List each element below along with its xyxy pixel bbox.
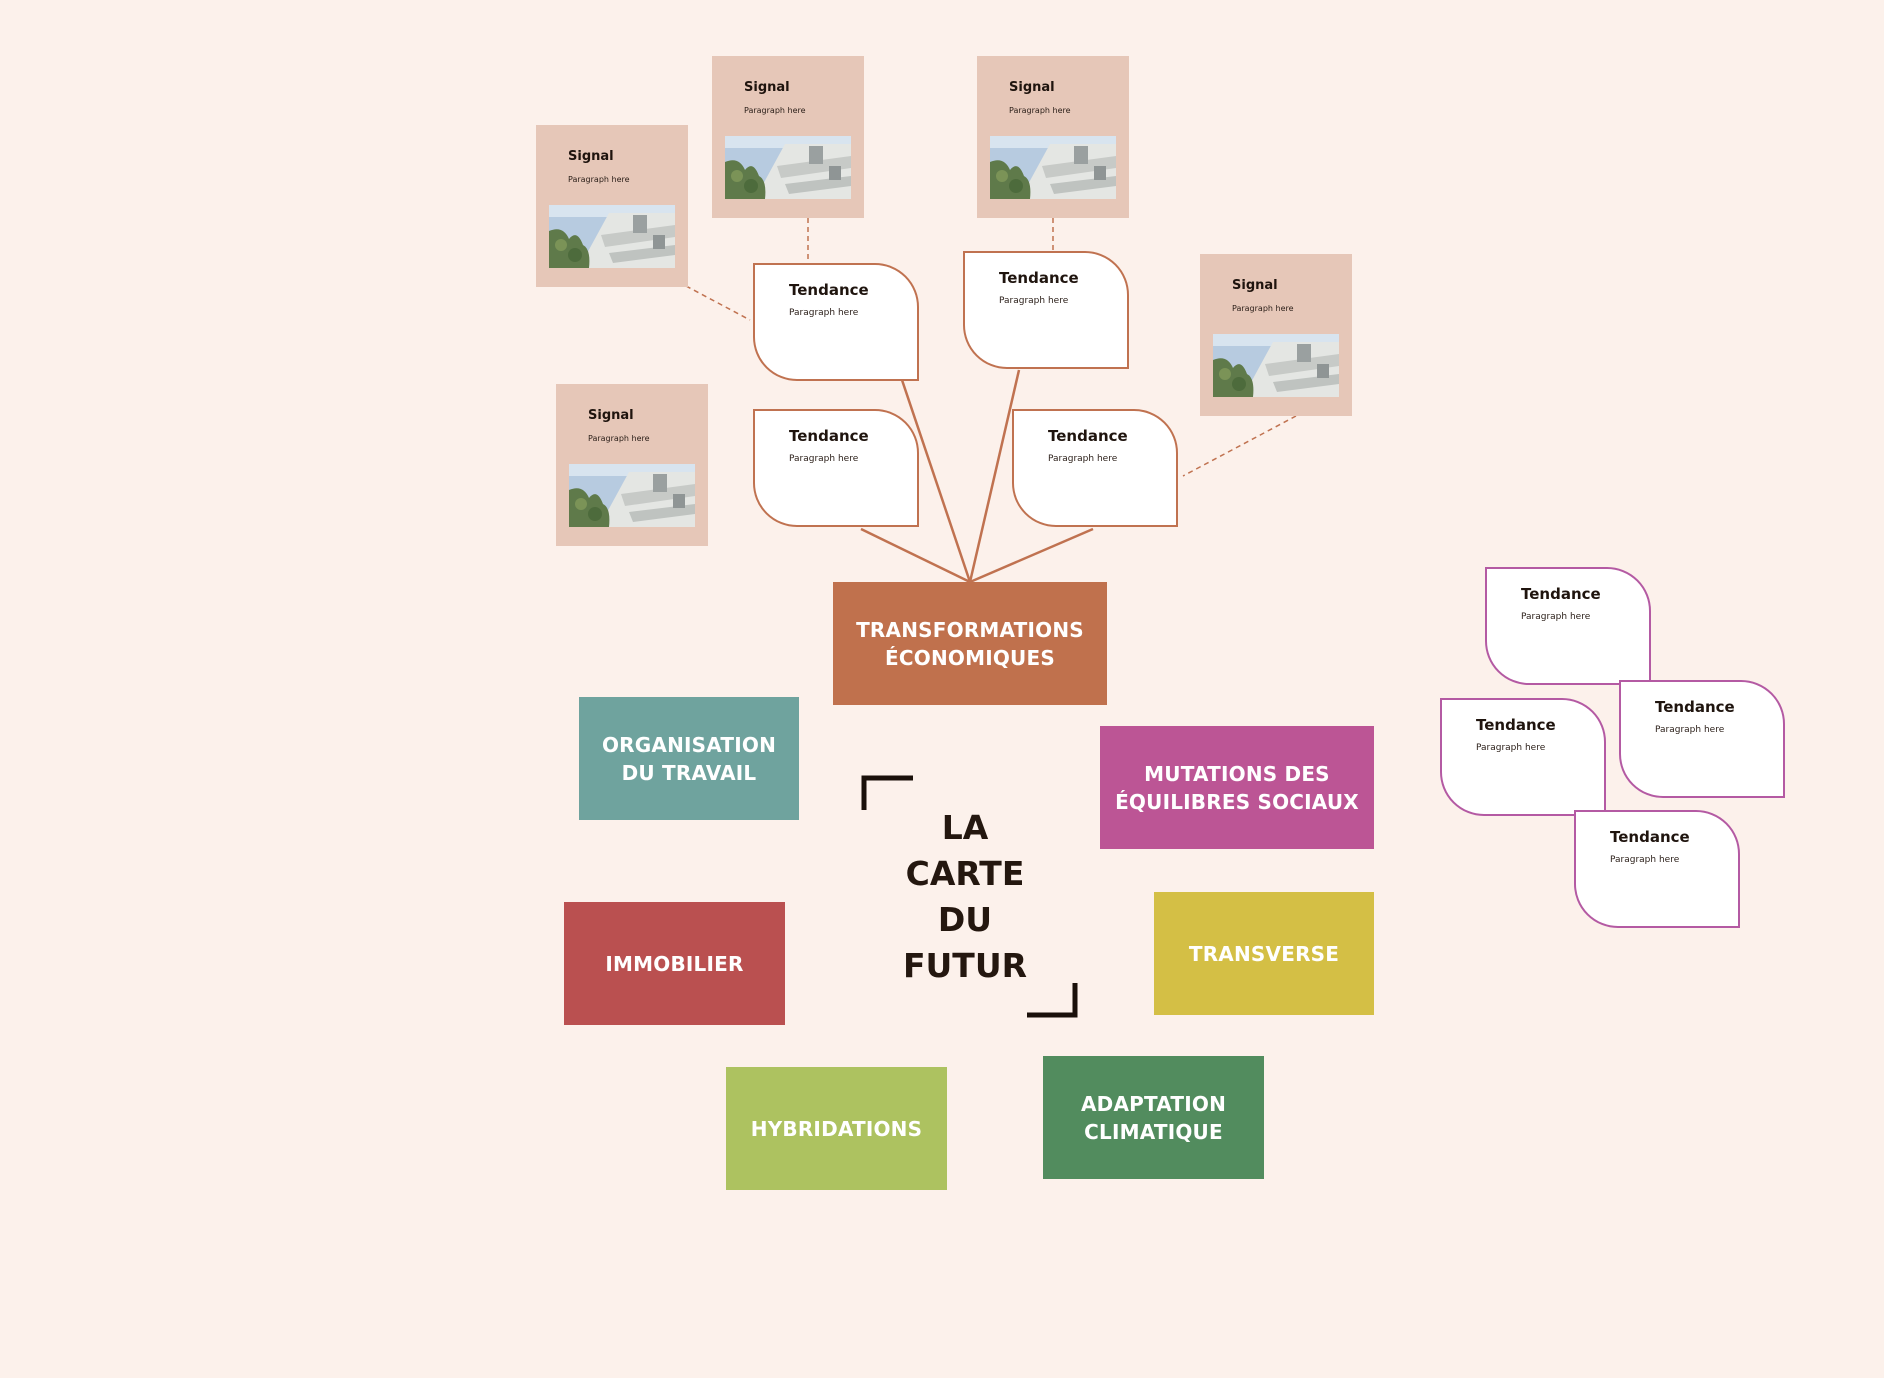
signal-title: Signal: [744, 80, 790, 95]
tendance-title: Tendance: [1048, 427, 1128, 445]
tendance-paragraph: Paragraph here: [1476, 743, 1546, 753]
tendance-card[interactable]: Tendance Paragraph here: [1574, 810, 1740, 928]
signal-title: Signal: [1009, 80, 1055, 95]
tendance-card[interactable]: Tendance Paragraph here: [963, 251, 1129, 369]
signal-title: Signal: [568, 149, 614, 164]
signal-card[interactable]: Signal Paragraph here: [1200, 254, 1352, 416]
signal-paragraph: Paragraph here: [568, 175, 630, 184]
category-organisation-du-travail[interactable]: ORGANISATION DU TRAVAIL: [579, 697, 799, 820]
category-immobilier[interactable]: IMMOBILIER: [564, 902, 785, 1025]
branch-line: [969, 527, 1094, 584]
tendance-title: Tendance: [789, 281, 869, 299]
tendance-card[interactable]: Tendance Paragraph here: [753, 409, 919, 527]
tendance-title: Tendance: [1521, 585, 1601, 603]
building-photo: [725, 136, 851, 199]
tendance-title: Tendance: [789, 427, 869, 445]
signal-card[interactable]: Signal Paragraph here: [977, 56, 1129, 218]
building-photo: [990, 136, 1116, 199]
building-photo: [549, 205, 675, 268]
tendance-paragraph: Paragraph here: [1521, 612, 1591, 622]
tendance-title: Tendance: [1610, 828, 1690, 846]
dashed-link: [1182, 415, 1297, 477]
signal-card[interactable]: Signal Paragraph here: [556, 384, 708, 546]
category-transverse[interactable]: TRANSVERSE: [1154, 892, 1374, 1015]
signal-title: Signal: [588, 408, 634, 423]
signal-card[interactable]: Signal Paragraph here: [712, 56, 864, 218]
tendance-paragraph: Paragraph here: [1048, 454, 1118, 464]
tendance-paragraph: Paragraph here: [999, 296, 1069, 306]
building-photo: [569, 464, 695, 527]
category-mutations-equilibres-sociaux[interactable]: MUTATIONS DES ÉQUILIBRES SOCIAUX: [1100, 726, 1374, 849]
tendance-card[interactable]: Tendance Paragraph here: [1440, 698, 1606, 816]
category-transformations-economiques[interactable]: TRANSFORMATIONS ÉCONOMIQUES: [833, 582, 1107, 705]
tendance-paragraph: Paragraph here: [1655, 725, 1725, 735]
dashed-link: [685, 285, 751, 321]
map-title: LA CARTE DU FUTUR: [902, 808, 1028, 985]
signal-card[interactable]: Signal Paragraph here: [536, 125, 688, 287]
tendance-card[interactable]: Tendance Paragraph here: [1012, 409, 1178, 527]
signal-paragraph: Paragraph here: [744, 106, 806, 115]
tendance-title: Tendance: [999, 269, 1079, 287]
tendance-paragraph: Paragraph here: [789, 454, 859, 464]
tendance-card[interactable]: Tendance Paragraph here: [753, 263, 919, 381]
branch-line: [860, 527, 971, 584]
signal-paragraph: Paragraph here: [1232, 304, 1294, 313]
signal-paragraph: Paragraph here: [588, 434, 650, 443]
signal-title: Signal: [1232, 278, 1278, 293]
building-photo: [1213, 334, 1339, 397]
tendance-title: Tendance: [1476, 716, 1556, 734]
tendance-card[interactable]: Tendance Paragraph here: [1619, 680, 1785, 798]
tendance-title: Tendance: [1655, 698, 1735, 716]
signal-paragraph: Paragraph here: [1009, 106, 1071, 115]
tendance-card[interactable]: Tendance Paragraph here: [1485, 567, 1651, 685]
tendance-paragraph: Paragraph here: [1610, 855, 1680, 865]
tendance-paragraph: Paragraph here: [789, 308, 859, 318]
category-adaptation-climatique[interactable]: ADAPTATION CLIMATIQUE: [1043, 1056, 1264, 1179]
category-hybridations[interactable]: HYBRIDATIONS: [726, 1067, 947, 1190]
